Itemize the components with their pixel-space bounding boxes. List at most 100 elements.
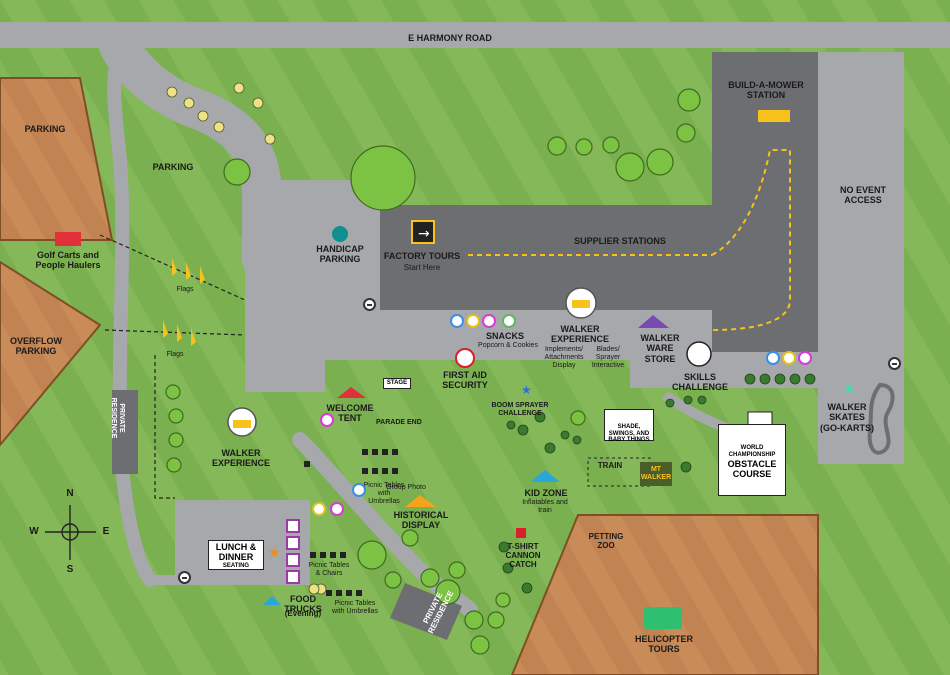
t-shirt-icon [516, 528, 526, 538]
obstacle-course-label: OBSTACLE COURSE [727, 459, 777, 480]
left-path [107, 41, 157, 587]
restroom-icon-east [766, 351, 780, 365]
mower-icon [758, 110, 790, 122]
private-residence-left-building [112, 390, 138, 474]
flags-label-2: Flags [166, 351, 184, 358]
snacks-label: SNACKS [485, 331, 524, 341]
food-icon [502, 314, 516, 328]
parking-center-label: PARKING [152, 162, 194, 172]
factory-tours-label: FACTORY TOURS [383, 251, 461, 261]
golf-carts-label: Golf Carts and People Haulers [35, 250, 101, 271]
compass-e: E [102, 526, 110, 537]
walker-ware-tent-icon [638, 315, 669, 328]
food-truck-tent-icon [263, 596, 281, 605]
compass-w: W [29, 526, 39, 537]
walker-skates-label: WALKER SKATES (GO-KARTS) [820, 402, 874, 433]
walker-ware-store-label: WALKER WARE STORE [640, 333, 680, 364]
snack-icon-lunch [312, 502, 326, 516]
lunch-dinner-label: LUNCH & DINNER [215, 542, 257, 562]
go-kart-track [867, 382, 895, 455]
mt-walker-block [640, 462, 672, 486]
compass-rose [45, 505, 96, 560]
camera-icon [352, 483, 366, 497]
seating-label: SEATING [222, 562, 250, 569]
skills-challenge-label: SKILLS CHALLENGE [672, 372, 728, 393]
factory-tours-arrow-icon [411, 220, 435, 244]
compass-n: N [66, 488, 74, 499]
factory-building [380, 205, 712, 310]
handicap-parking-label: HANDICAP PARKING [316, 244, 364, 265]
trees [165, 88, 701, 655]
no-event-access-area [818, 52, 904, 464]
train-track [587, 457, 651, 487]
svg-text:★: ★ [521, 383, 532, 397]
svg-text:→: → [418, 226, 430, 242]
first-aid-label: FIRST AID SECURITY [442, 370, 488, 391]
private-residence-bottom-building [390, 583, 462, 640]
food-truck-icons [286, 519, 300, 584]
stage-label: STAGE [383, 378, 411, 389]
petting-zoo-label: PETTING ZOO [588, 532, 624, 551]
private-residence-left-label: PRIVATE RESIDENCE [110, 397, 126, 439]
picnic-umbrellas-1-label: Picnic Tables with Umbrellas [363, 482, 405, 506]
lunch-dinner-box: LUNCH & DINNER SEATING [208, 540, 264, 570]
shade-label: SHADE, SWINGS, AND BABY THINGS [604, 409, 654, 443]
no-entry-icon-1 [363, 298, 376, 311]
harmony-road [0, 22, 950, 48]
walker-experience-left-label: WALKER EXPERIENCE [211, 448, 271, 469]
svg-text:★: ★ [268, 545, 281, 561]
helicopter-tours-label: HELICOPTER TOURS [634, 634, 693, 655]
walker-experience-main-label: WALKER EXPERIENCE [550, 324, 610, 345]
supplier-stations-label: SUPPLIER STATIONS [574, 236, 666, 246]
kid-zone-tent-icon [530, 470, 560, 482]
food-trucks-label: FOOD TRUCKS [284, 594, 322, 615]
overflow-parking-label: OVERFLOW PARKING [10, 336, 62, 357]
no-entry-icon-2 [888, 357, 901, 370]
skills-challenge-icon [686, 341, 712, 367]
kid-zone-sub-label: Inflatables and train [522, 499, 568, 515]
svg-text:★: ★ [843, 381, 856, 397]
golf-cart-icon [55, 232, 81, 246]
main-pavement [245, 180, 900, 392]
kid-zone-label: KID ZONE [524, 488, 568, 498]
picnic-umbrellas-2-label: Picnic Tables with Umbrellas [332, 600, 378, 616]
factory-tours-sub-label: Start Here [403, 263, 441, 272]
water-icon-lunch [330, 502, 344, 516]
welcome-tent-icon [337, 387, 366, 398]
main-driveway [100, 28, 282, 280]
historical-tent-icon [405, 495, 436, 507]
food-trucks-sub-label: (Evening) [284, 609, 322, 618]
petting-zoo-field [510, 514, 819, 675]
train-label: TRAIN [597, 461, 623, 470]
water-icon-welcome [320, 413, 334, 427]
compass-s: S [66, 564, 74, 575]
parking-top-left-label: PARKING [24, 124, 66, 134]
build-a-mower-area [712, 52, 818, 352]
handicap-icon [332, 226, 348, 242]
walker-experience-sub-left: Implements/ Attachments Display [544, 346, 584, 370]
water-icon [482, 314, 496, 328]
restroom-icon [450, 314, 464, 328]
no-event-access-label: NO EVENT ACCESS [839, 185, 886, 206]
snack-icon [466, 314, 480, 328]
boom-sprayer-label: BOOM SPRAYER CHALLENGE [491, 402, 549, 418]
first-aid-icon [455, 348, 475, 368]
mt-walker-label: MT WALKER [640, 466, 672, 482]
historical-display-label: HISTORICAL DISPLAY [393, 510, 449, 531]
parade-end-label: PARADE END [376, 419, 422, 426]
no-entry-icon-3 [178, 571, 191, 584]
helicopter-icon [644, 607, 682, 629]
picnic-table-icons [304, 449, 398, 596]
picnic-chairs-label: Picnic Tables & Chairs [308, 562, 350, 578]
dark-shrubs [498, 373, 816, 594]
walker-experience-sub-right: Blades/ Sprayer Interactive [591, 346, 625, 370]
parking-lot-top-left [0, 77, 114, 241]
flags-label-1: Flags [176, 286, 194, 293]
snack-icon-east [782, 351, 796, 365]
build-a-mower-label: BUILD-A-MOWER STATION [728, 80, 804, 101]
snacks-sub-label: Popcorn & Cookies [478, 342, 538, 349]
tshirt-cannon-label: T-SHIRT CANNON CATCH [505, 542, 541, 570]
group-photo-label: Group Photo [386, 484, 426, 491]
